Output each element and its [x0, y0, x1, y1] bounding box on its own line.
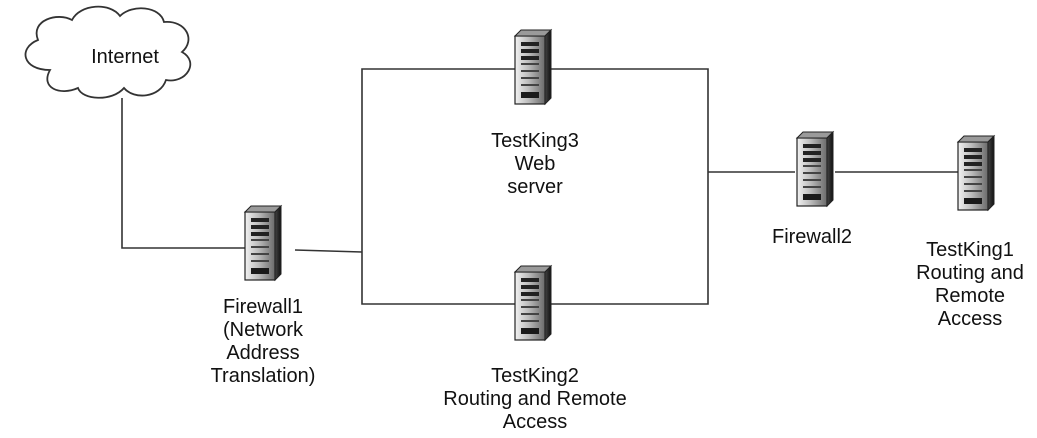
firewall2-label-line: Firewall2: [771, 226, 853, 248]
testking1-label-line: TestKing1: [926, 239, 1014, 261]
link-internet-firewall1: [121, 98, 260, 249]
firewall2-label: Firewall2: [752, 226, 872, 249]
connection-lines: [121, 68, 958, 305]
firewall1-label-line: Firewall1: [222, 296, 304, 318]
testking3-label-line: server: [507, 176, 563, 198]
firewall1-server-icon: [244, 205, 282, 281]
testking3-server-icon: [514, 29, 552, 105]
testking2-label-line: Routing and Remote: [443, 388, 627, 410]
testking2-server-icon: [514, 265, 552, 341]
testking3-label-line: Web: [514, 153, 556, 175]
link-firewall1-bus: [294, 249, 363, 253]
testking3-label: TestKing3 Web server: [455, 130, 615, 199]
link-top-branch: [361, 68, 709, 305]
firewall1-label-line: Translation): [210, 365, 316, 387]
testking1-label: TestKing1 Routing and Remote Access: [905, 239, 1035, 331]
testking1-label-line: Routing and: [916, 262, 1024, 284]
firewall1-label-line: Address: [226, 342, 300, 364]
cloud-icon: [24, 5, 192, 99]
testking1-label-line: Remote: [934, 285, 1006, 307]
firewall1-label-line: (Network: [222, 319, 303, 341]
testking3-label-line: TestKing3: [491, 130, 579, 152]
testking2-label-line: TestKing2: [491, 365, 579, 387]
internet-label: Internet: [91, 46, 159, 68]
firewall1-label: Firewall1 (Network Address Translation): [188, 296, 338, 388]
testking2-label: TestKing2 Routing and Remote Access: [420, 365, 650, 434]
testking2-label-line: Access: [502, 411, 568, 433]
testking1-label-line: Access: [937, 308, 1003, 330]
firewall2-server-icon: [796, 131, 834, 207]
testking1-server-icon: [957, 135, 995, 211]
